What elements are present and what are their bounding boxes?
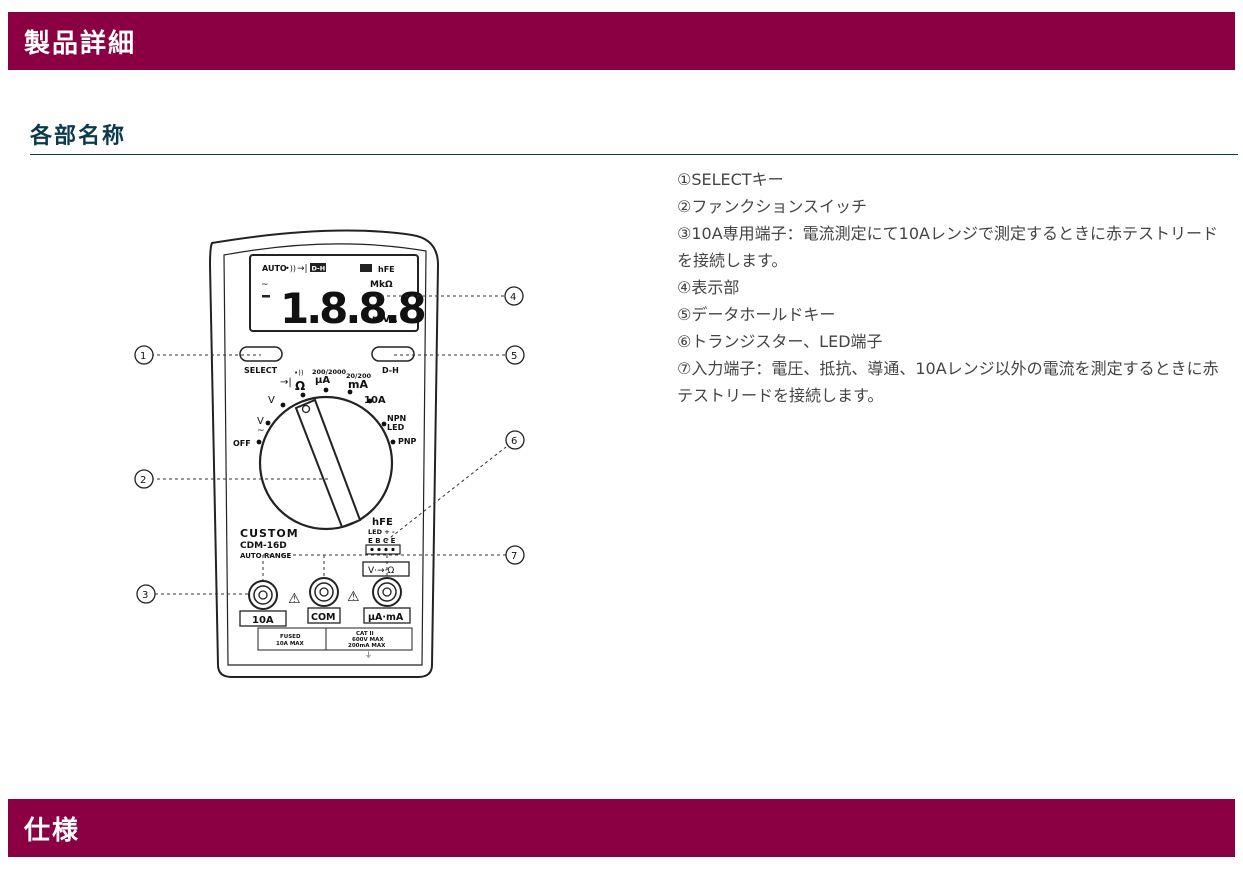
cat-rating-box bbox=[325, 627, 413, 651]
function-switch-knob[interactable] bbox=[294, 398, 362, 529]
svg-text:7: 7 bbox=[511, 551, 517, 562]
callout-7: 7 bbox=[505, 545, 525, 565]
dial-position-dots bbox=[256, 387, 396, 445]
data-hold-key-label: D-H bbox=[382, 366, 399, 375]
model-name: CDM-16D bbox=[240, 541, 287, 551]
lcd-display bbox=[249, 254, 419, 332]
lcd-sound-icon: •)) bbox=[285, 264, 296, 273]
ground-icon: ⏚ bbox=[365, 651, 372, 659]
section-heading: 各部名称 bbox=[30, 124, 127, 149]
dial-v-ac: V bbox=[257, 416, 264, 427]
parts-list-item-3: ③10A専用端子：電流測定にて10Aレンジで測定するときに赤テストリードを接続し… bbox=[677, 224, 1218, 270]
cat-label: CAT II bbox=[356, 631, 374, 637]
lcd-dh-box bbox=[310, 263, 326, 272]
lcd-minus-icon bbox=[262, 295, 270, 298]
data-hold-key[interactable] bbox=[371, 346, 415, 362]
lcd-hfe: hFE bbox=[378, 265, 395, 274]
vdo-label-box bbox=[362, 561, 410, 577]
terminal-10a[interactable] bbox=[248, 580, 278, 610]
range-mode: AUTO RANGE bbox=[240, 552, 291, 560]
fused-label: FUSED bbox=[280, 634, 301, 640]
svg-text:2: 2 bbox=[140, 475, 146, 486]
lcd-digits: 1.8.8.8 bbox=[280, 284, 425, 333]
ma-max-label: 200mA MAX bbox=[348, 643, 386, 649]
device-body bbox=[208, 229, 440, 678]
svg-text:3: 3 bbox=[142, 590, 148, 601]
specifications-title: 仕様 bbox=[24, 815, 81, 846]
lcd-unit-bottom: mVA bbox=[372, 314, 397, 325]
callout-leader-lines bbox=[151, 295, 507, 595]
hfe-title: hFE bbox=[372, 517, 393, 528]
parts-list-item-1: ①SELECTキー bbox=[677, 170, 784, 189]
dial-range-2: 20/200 bbox=[346, 372, 371, 380]
parts-list-item-2: ②ファンクションスイッチ bbox=[677, 197, 868, 216]
terminal-10a-label: 10A bbox=[252, 615, 274, 626]
dial-pnp: PNP bbox=[398, 437, 417, 446]
warning-icon-left: ⚠ bbox=[288, 591, 301, 607]
terminal-com-label: COM bbox=[311, 612, 336, 623]
dial-v-dc: V bbox=[268, 395, 275, 406]
callout-6: 6 bbox=[505, 430, 525, 450]
lcd-dh: D-H bbox=[312, 265, 326, 273]
select-key[interactable] bbox=[239, 346, 283, 362]
dial-10a: 10A bbox=[364, 395, 386, 406]
dial-ua: μA bbox=[315, 375, 330, 386]
hfe-socket[interactable] bbox=[365, 544, 401, 555]
function-switch-pointer bbox=[301, 404, 311, 414]
callout-2: 2 bbox=[134, 469, 154, 489]
dial-ma: mA bbox=[348, 378, 368, 391]
lcd-unit-top: MkΩ bbox=[370, 280, 393, 290]
terminal-com-label-box bbox=[307, 607, 341, 624]
dial-ohm: Ω bbox=[295, 379, 305, 393]
terminal-v-ohm-ma[interactable] bbox=[372, 577, 402, 607]
hfe-led-label: LED + - bbox=[368, 528, 395, 536]
svg-text:4: 4 bbox=[510, 292, 516, 303]
callout-5: 5 bbox=[505, 345, 525, 365]
vdo-label: V·→·Ω bbox=[368, 566, 394, 576]
callout-3: 3 bbox=[136, 584, 156, 604]
multimeter-diagram: AUTO •)) →| D-H hFE ~ 1.8.8.8 MkΩ mVA SE… bbox=[134, 229, 525, 678]
fused-max-label: 10A MAX bbox=[276, 641, 305, 647]
dial-continuity-icon: •)) bbox=[294, 369, 304, 377]
svg-text:5: 5 bbox=[511, 351, 517, 362]
parts-list: ①SELECTキー ②ファンクションスイッチ ③10A専用端子：電流測定にて10… bbox=[677, 166, 1222, 409]
terminal-ua-ma-label-box bbox=[363, 607, 411, 624]
terminal-10a-label-box bbox=[239, 610, 287, 627]
parts-list-item-4: ④表示部 bbox=[677, 278, 740, 297]
section-divider bbox=[30, 154, 1238, 155]
parts-list-item-5: ⑤データホールドキー bbox=[677, 305, 836, 324]
brand-name: CUSTOM bbox=[240, 527, 299, 540]
parts-list-item-7: ⑦入力端子：電圧、抵抗、導通、10Aレンジ以外の電流を測定するときに赤テストリー… bbox=[677, 359, 1219, 405]
warning-icon-right: ⚠ bbox=[347, 589, 360, 605]
callout-4: 4 bbox=[504, 286, 524, 306]
page-header-title: 製品詳細 bbox=[24, 28, 137, 59]
dial-v-ac-symbol: ~ bbox=[257, 426, 265, 436]
parts-list-item-6: ⑥トランジスター、LED端子 bbox=[677, 332, 883, 351]
device-inner-outline bbox=[223, 243, 427, 666]
specifications-banner: 仕様 bbox=[8, 799, 1235, 857]
dial-led: LED bbox=[387, 423, 405, 432]
svg-text:1: 1 bbox=[140, 351, 146, 362]
hfe-pins-label: E B C E bbox=[368, 537, 396, 545]
hfe-socket-pins bbox=[370, 547, 395, 552]
dial-range-1: 200/2000 bbox=[312, 368, 347, 376]
v-max-label: 600V MAX bbox=[352, 637, 384, 643]
terminal-com[interactable] bbox=[309, 577, 339, 607]
svg-text:6: 6 bbox=[511, 436, 517, 447]
select-key-label: SELECT bbox=[244, 366, 278, 375]
lcd-ac-icon: ~ bbox=[261, 280, 269, 290]
dial-off: OFF bbox=[233, 439, 251, 448]
terminal-ua-ma-label: μA·mA bbox=[368, 612, 404, 623]
lcd-diode-icon: →| bbox=[297, 264, 308, 274]
callout-1: 1 bbox=[134, 345, 154, 365]
dial-diode-icon: →| bbox=[280, 377, 292, 388]
lcd-battery-icon bbox=[360, 264, 372, 272]
page-header-banner: 製品詳細 bbox=[8, 12, 1235, 70]
dial-npn: NPN bbox=[387, 414, 406, 423]
lcd-auto: AUTO bbox=[262, 264, 287, 273]
